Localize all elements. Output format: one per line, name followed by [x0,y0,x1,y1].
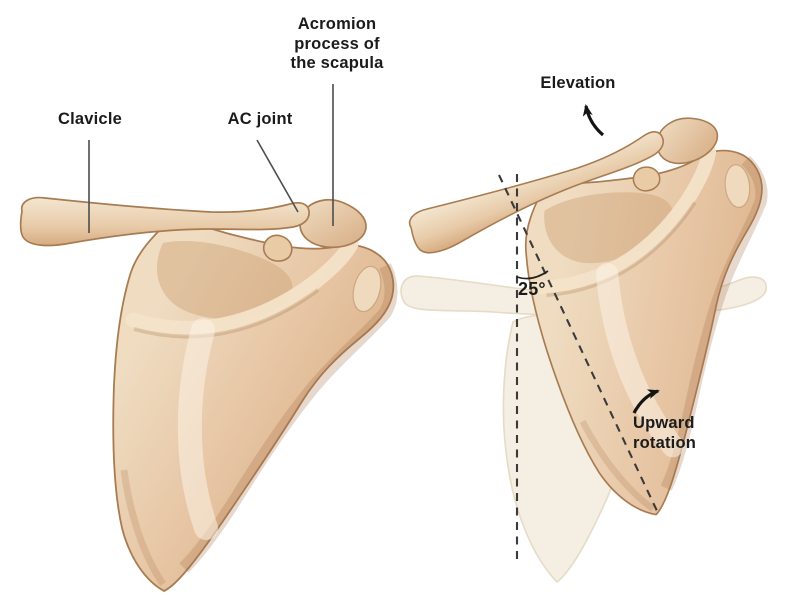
clavicle-label: Clavicle [58,110,122,128]
scapula-axis-dashed-line [498,174,659,514]
ac-joint-label: AC joint [227,110,293,128]
elevation-arrow [582,104,605,137]
upward-rotation-label: Upward rotation [633,414,697,452]
ac-joint-leader-line [256,139,299,213]
right-figure [401,98,800,584]
elevation-label: Elevation [540,74,616,92]
angle-label: 25° [518,279,546,299]
upward-rotation-arrow [632,389,660,414]
neutral-bones [21,198,394,591]
acromion-label: Acromion process of the scapula [290,15,384,72]
left-figure [21,84,394,591]
angle-arc [516,270,549,280]
